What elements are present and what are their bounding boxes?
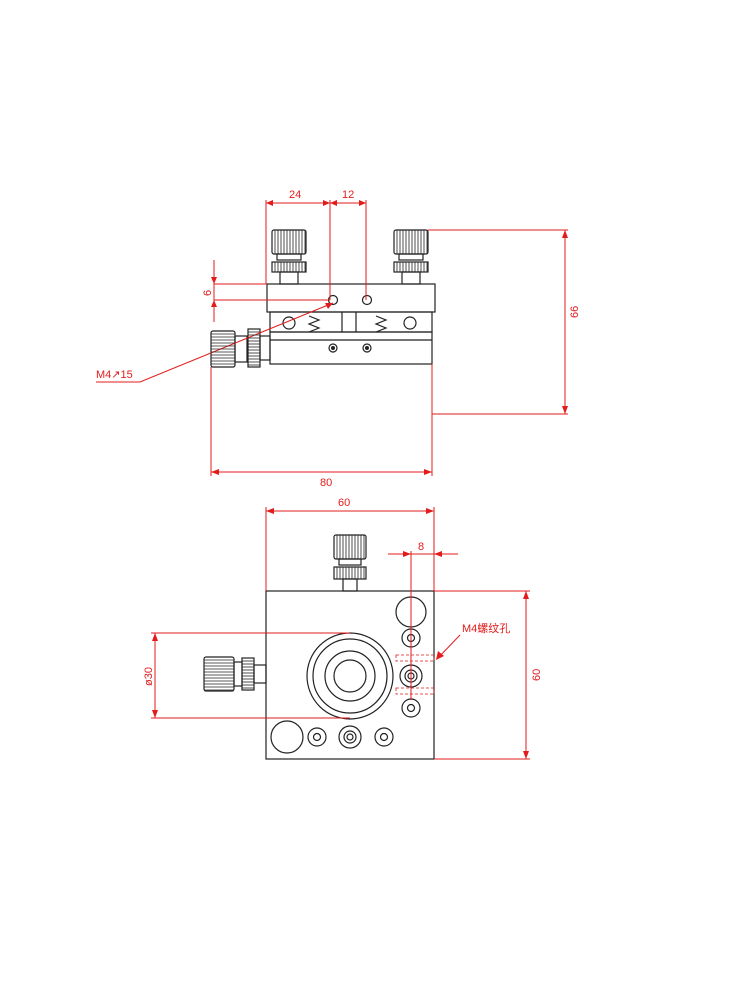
knurled-knob-top-left-icon — [271, 229, 307, 285]
lower-plate — [269, 331, 433, 365]
dimension-60-height: 60 — [531, 669, 543, 681]
thread-callout-m4: M4↗15 — [96, 369, 133, 381]
top-view — [210, 229, 436, 368]
ball-right — [403, 316, 417, 330]
screw-head-left-icon — [328, 343, 338, 353]
knurled-knob-front-side-icon — [203, 656, 267, 692]
knurl-hatching — [204, 230, 428, 691]
hole-bottom-2 — [338, 725, 362, 749]
knurled-knob-top-right-icon — [393, 229, 429, 285]
front-view-dimensions: 60 8 60 ø30 M4螺纹孔 — [143, 497, 543, 760]
spring-gap — [269, 311, 433, 333]
knurled-knob-front-top-icon — [333, 534, 367, 592]
dimension-80: 80 — [320, 477, 332, 489]
top-view-dimensions: 24 12 6 66 80 M4↗15 — [96, 189, 581, 489]
large-hole-bottom-left — [270, 720, 304, 754]
hole-right-3 — [401, 698, 421, 718]
tapped-hole-right — [361, 294, 373, 306]
thread-path-lower — [395, 687, 435, 695]
optic-mount-outer — [306, 632, 394, 720]
dimension-12: 12 — [342, 189, 354, 201]
upper-plate — [266, 283, 436, 313]
spring-right-icon — [374, 315, 388, 333]
hole-bottom-3 — [374, 727, 394, 747]
thread-path-upper — [395, 654, 435, 662]
optic-aperture — [333, 659, 367, 693]
thread-hole-label: M4螺纹孔 — [462, 621, 510, 635]
dimension-66: 66 — [569, 306, 581, 318]
optic-mount-ring — [312, 638, 388, 714]
hole-bottom-1 — [307, 727, 327, 747]
optic-mount-inner — [324, 650, 376, 702]
dimension-6: 6 — [202, 290, 214, 296]
dimension-8: 8 — [418, 541, 424, 553]
dimension-24: 24 — [289, 189, 301, 201]
spring-left-icon — [307, 315, 321, 333]
dimension-diameter-30: ø30 — [143, 667, 155, 686]
dimension-60-width: 60 — [338, 497, 350, 509]
screw-head-right-icon — [362, 343, 372, 353]
front-view — [203, 534, 435, 760]
